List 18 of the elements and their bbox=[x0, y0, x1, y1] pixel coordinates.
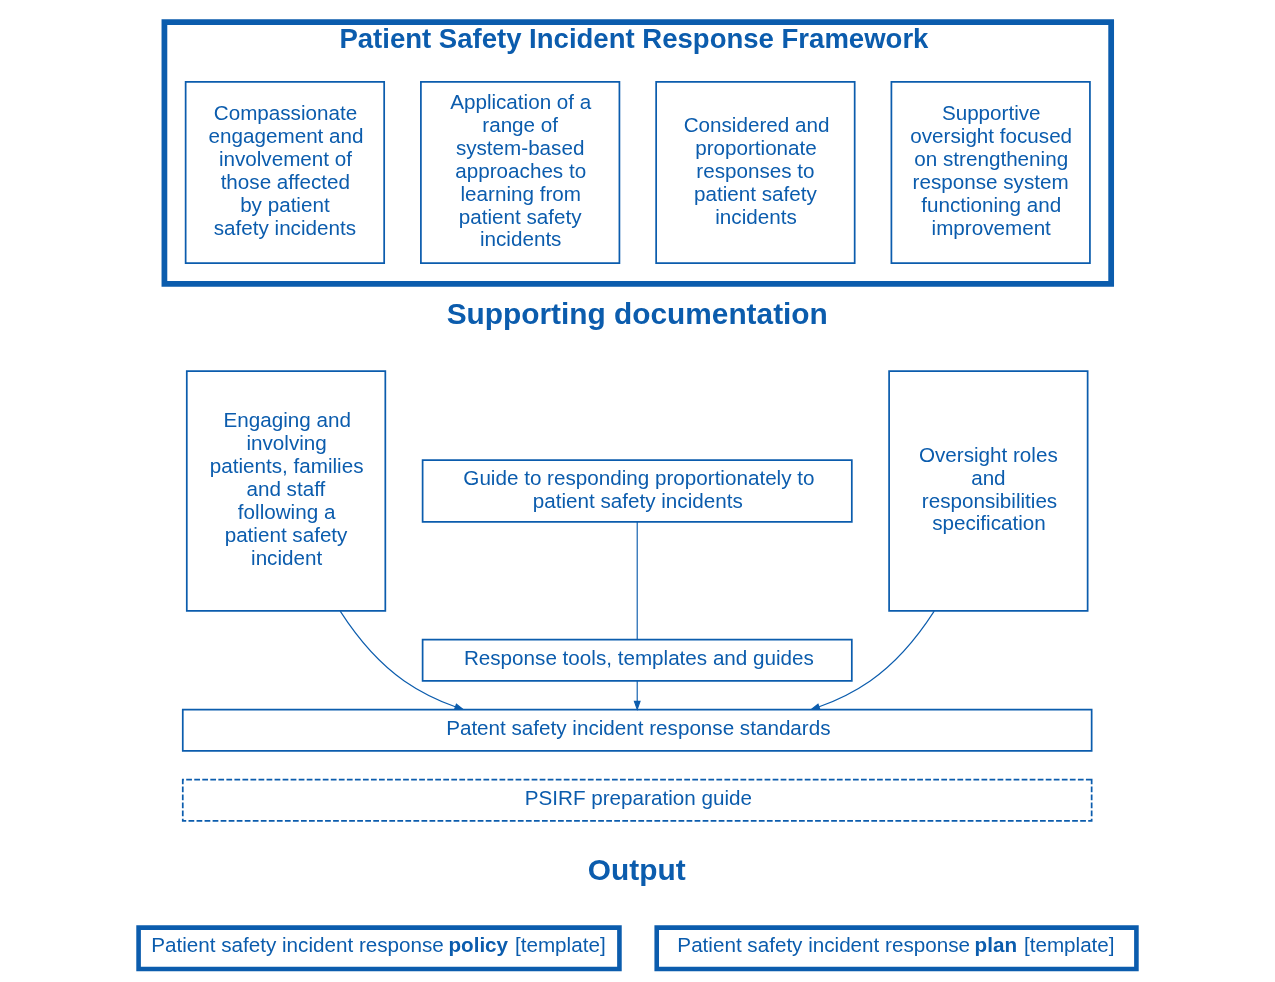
node-box: Application of a range of system-based approaches to learning from patient safety incidents bbox=[420, 81, 621, 265]
connector bbox=[636, 521, 638, 641]
node-box: Patient safety incident response policy [template] bbox=[136, 925, 622, 972]
node-box: PSIRF preparation guide bbox=[181, 778, 1093, 822]
node-box: Guide to responding proportionately to patient safety incidents bbox=[421, 459, 853, 523]
label: Output bbox=[587, 853, 686, 887]
arrow bbox=[633, 680, 641, 712]
node-box: Response tools, templates and guides bbox=[421, 638, 853, 682]
arrow bbox=[809, 610, 935, 711]
node-box: Patient safety incident response plan [template] bbox=[654, 925, 1139, 972]
node-box: Engaging and involving patients, families and staff following a patient safety incident bbox=[185, 370, 387, 612]
arrow bbox=[339, 610, 465, 711]
node-box: Patent safety incident response standards bbox=[181, 708, 1093, 752]
node-box: Considered and proportionate responses to patient safety incidents bbox=[655, 81, 856, 265]
label: Supporting documentation bbox=[446, 296, 828, 330]
node-box: Oversight roles and responsibilities specification bbox=[888, 370, 1089, 612]
node-box: Compassionate engagement and involvement of those affected by patient safety incidents bbox=[184, 81, 386, 265]
node-box: Supportive oversight focused on strengthening response system functioning and improvement bbox=[890, 81, 1091, 265]
